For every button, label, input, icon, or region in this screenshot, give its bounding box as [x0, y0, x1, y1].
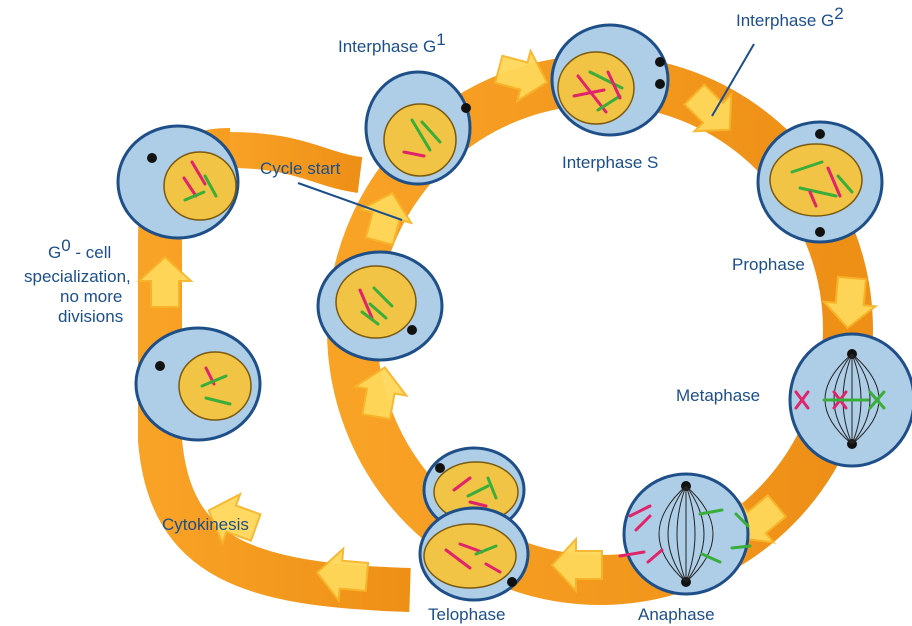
nucleus: [336, 266, 416, 338]
label-cycle-start: Cycle start: [260, 159, 341, 178]
label-metaphase: Metaphase: [676, 386, 760, 405]
centrosome-dot: [435, 463, 445, 473]
cell-telophase-bottom: [420, 508, 528, 600]
centrosome-dot: [655, 57, 665, 67]
label-telophase: Telophase: [428, 605, 506, 624]
chromosome: [732, 546, 750, 548]
cell-g0-top: [118, 126, 238, 238]
cell-prophase: [758, 122, 882, 242]
label-interphase-s: Interphase S: [562, 153, 658, 172]
label-g0-line-1: specialization,: [24, 267, 131, 286]
centrosome-dot: [407, 325, 417, 335]
label-g0-line-3: divisions: [58, 307, 123, 326]
centrosome-dot: [461, 103, 471, 113]
cell-metaphase: [790, 334, 912, 466]
centrosome-dot: [507, 577, 517, 587]
centrosome-dot: [815, 227, 825, 237]
centrosome-dot: [147, 153, 157, 163]
label-anaphase: Anaphase: [638, 605, 715, 624]
cell-interphase-s: [552, 25, 668, 135]
nucleus: [164, 152, 236, 220]
cell-interphase-g1: [366, 72, 471, 184]
nucleus: [424, 524, 516, 588]
label-prophase: Prophase: [732, 255, 805, 274]
cell-g0-lower: [136, 328, 260, 440]
nucleus: [179, 352, 251, 420]
centrosome-dot: [655, 79, 665, 89]
centrosome-dot: [815, 129, 825, 139]
centrosome-dot: [155, 361, 165, 371]
label-g0-line-2: no more: [60, 287, 122, 306]
label-interphase-g1: Interphase G1: [338, 30, 446, 56]
label-interphase-g2: Interphase G2: [736, 4, 844, 30]
cell-inner-return: [318, 252, 442, 360]
label-g0: G0 - cell: [48, 236, 111, 262]
label-cytokinesis: Cytokinesis: [162, 515, 249, 534]
nucleus: [384, 104, 456, 176]
